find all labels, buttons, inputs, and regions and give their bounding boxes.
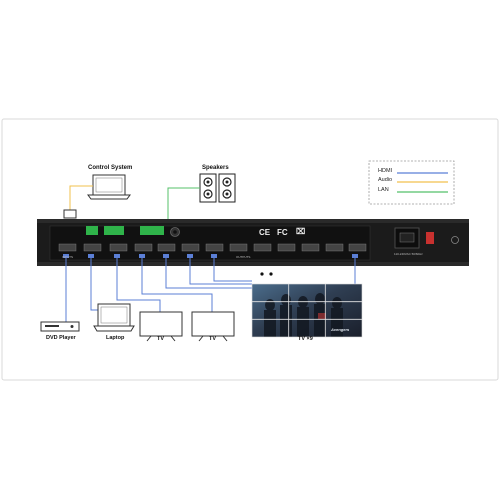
weee-bin-icon: ⌧ [296, 227, 306, 236]
power-spec-text: 110-240VAC 50/60Hz [394, 252, 423, 256]
power-switch [426, 232, 434, 244]
hdmi-connector-heads [63, 254, 358, 258]
laptop-icon [93, 303, 135, 332]
speakers-label: Speakers [202, 165, 229, 171]
legend-lan-label: LAN [378, 187, 389, 193]
tv-2-label: TV [209, 336, 217, 342]
speaker-audio-line [167, 187, 200, 230]
laptop-label: Laptop [106, 335, 125, 341]
tv-1-icon [139, 311, 183, 342]
inputs-text: INPUTS [62, 255, 74, 259]
dvd-player-icon [40, 321, 80, 332]
control-system-label: Control System [88, 165, 133, 171]
video-wall-title: Avengers [331, 327, 350, 332]
ellipsis-dot-2 [269, 272, 273, 276]
control-system-line [69, 185, 93, 210]
legend-hdmi-label: HDMI [378, 168, 393, 174]
outputs-text: OUTPUTS [236, 255, 251, 259]
tv-1-label: TV [157, 336, 165, 342]
legend-audio-label: Audio [378, 177, 393, 183]
video-wall [251, 283, 363, 338]
ellipsis-dot-1 [260, 272, 264, 276]
hdmi-matrix-device [37, 219, 469, 266]
ir-terminal [104, 226, 124, 235]
diagram-frame [1, 118, 499, 381]
ground-screw [451, 236, 459, 244]
rj45-connector [63, 209, 77, 219]
ce-mark: CE [259, 228, 271, 237]
video-wall-label: TV ×9 [298, 336, 313, 342]
audio-terminal [140, 226, 164, 235]
tv-2-icon [191, 311, 235, 342]
hdmi-ports [58, 243, 367, 252]
fc-mark: FC [277, 228, 288, 237]
dvd-player-label: DVD Player [46, 335, 76, 341]
control-system-laptop-icon [87, 174, 131, 200]
rs232-terminal [86, 226, 98, 235]
speakers-icon [199, 173, 236, 203]
